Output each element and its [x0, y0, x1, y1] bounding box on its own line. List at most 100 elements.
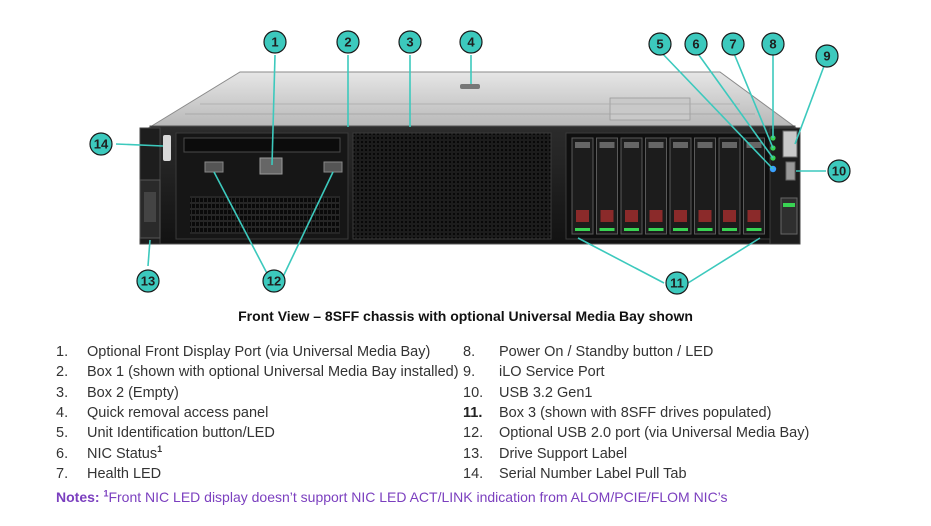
callout-number-10: 10: [832, 164, 846, 179]
legend-number: 4.: [56, 404, 69, 421]
notes: Notes: 1Front NIC LED display doesn’t su…: [56, 489, 728, 505]
drive-handle: [624, 142, 639, 148]
legend-text: Serial Number Label Pull Tab: [499, 465, 687, 483]
box-1-media-bay: [175, 132, 349, 240]
callout-circle-12: [262, 269, 286, 293]
legend-number: 11.: [463, 404, 483, 421]
legend-label: NIC Status: [87, 445, 158, 462]
drive-handle: [648, 142, 664, 148]
legend-label: Optional USB 2.0 port (via Universal Med…: [499, 425, 810, 442]
leader-lines: [115, 50, 828, 284]
callout-circle-13: [136, 269, 160, 293]
drive-release-latch: [625, 210, 638, 222]
notes-label: Notes:: [56, 489, 100, 505]
legend-label: Box 3 (shown with 8SFF drives populated): [499, 404, 772, 421]
legend-number: 7.: [56, 465, 69, 482]
drive-handle: [722, 142, 737, 148]
callout-number-4: 4: [467, 35, 475, 50]
legend-label: Drive Support Label: [499, 445, 628, 462]
drive-handle: [746, 142, 762, 148]
legend-text: NIC Status1: [87, 443, 163, 463]
drive-release-latch: [747, 210, 761, 222]
legend-label: Health LED: [87, 465, 162, 482]
legend-number: 14.: [463, 465, 484, 482]
callout-number-9: 9: [823, 49, 830, 64]
drive-led: [746, 228, 762, 231]
drive-release-latch: [576, 210, 589, 222]
legend-number: 9.: [463, 364, 476, 381]
drive-handle: [599, 142, 615, 148]
callout-number-1: 1: [271, 35, 278, 50]
legend-label: Unit Identification button/LED: [87, 425, 275, 442]
legend-superscript: 1: [157, 443, 163, 454]
usb-3-port[interactable]: [785, 161, 796, 181]
callout-number-7: 7: [729, 37, 736, 52]
legend-label: Optional Front Display Port (via Univers…: [87, 344, 431, 360]
legend-label: Serial Number Label Pull Tab: [499, 465, 687, 482]
legend-number: 8.: [463, 344, 476, 360]
legend-label: Power On / Standby button / LED: [499, 344, 714, 360]
callout-number-3: 3: [406, 35, 413, 50]
legend-number: 2.: [56, 364, 69, 381]
display-port[interactable]: [259, 157, 283, 175]
legend-label: Box 2 (Empty): [87, 384, 179, 401]
drive-led: [697, 228, 713, 231]
chassis-top: [148, 71, 797, 128]
legend-text: Optional Front Display Port (via Univers…: [87, 343, 430, 361]
legend-number: 5.: [56, 425, 69, 442]
legend-text: Box 1 (shown with optional Universal Med…: [87, 363, 459, 381]
drive-led: [599, 228, 615, 231]
callout-circle-11: [665, 271, 689, 295]
drive-handle: [697, 142, 713, 148]
drive-led: [575, 228, 590, 231]
callout-number-8: 8: [769, 37, 776, 52]
legend-text: Health LED: [87, 465, 161, 483]
callout-number-5: 5: [656, 37, 663, 52]
drive-handle: [575, 142, 590, 148]
legend-text: Unit Identification button/LED: [87, 424, 275, 442]
ilo-service-port[interactable]: [782, 130, 798, 158]
drive-led: [648, 228, 664, 231]
legend-text: Quick removal access panel: [87, 404, 268, 422]
box-2-empty: [352, 132, 552, 240]
drive-release-latch: [649, 210, 663, 222]
legend-number: 6.: [56, 445, 69, 462]
legend-text: Power On / Standby button / LED: [499, 343, 713, 361]
callout-circle-1: [263, 30, 287, 54]
legend-label: iLO Service Port: [499, 364, 605, 381]
drive-led: [673, 228, 688, 231]
callout-number-12: 12: [267, 274, 281, 289]
callout-number-14: 14: [94, 137, 109, 152]
legend-text: Box 2 (Empty): [87, 384, 179, 402]
legend-number: 13.: [463, 445, 484, 462]
serial-number-pull-tab[interactable]: [163, 135, 171, 161]
usb-port-left[interactable]: [204, 161, 224, 173]
drive-handle: [673, 142, 688, 148]
box-3-drives: [565, 132, 771, 240]
legend-text: iLO Service Port: [499, 363, 605, 381]
callout-number-11: 11: [670, 276, 684, 291]
legend-number: 1.: [56, 344, 69, 360]
drive-release-latch: [674, 210, 687, 222]
callout-circle-3: [398, 30, 422, 54]
callout-circle-7: [721, 32, 745, 56]
callout-number-6: 6: [692, 37, 699, 52]
drive-release-latch: [723, 210, 736, 222]
usb-port-right[interactable]: [323, 161, 343, 173]
legend-text: Optional USB 2.0 port (via Universal Med…: [499, 424, 809, 442]
legend-number: 10.: [463, 384, 484, 401]
callout-circle-2: [336, 30, 360, 54]
callout-circle-6: [684, 32, 708, 56]
callout-circle-9: [815, 44, 839, 68]
callout-number-2: 2: [344, 35, 351, 50]
legend-label: USB 3.2 Gen1: [499, 384, 593, 401]
left-ear: [139, 135, 171, 239]
drive-release-latch: [600, 210, 614, 222]
drive-led: [722, 228, 737, 231]
drive-led: [624, 228, 639, 231]
notes-text: Front NIC LED display doesn’t support NI…: [108, 489, 728, 505]
legend-number: 12.: [463, 425, 484, 442]
legend-label: Box 1 (shown with optional Universal Med…: [87, 364, 459, 381]
